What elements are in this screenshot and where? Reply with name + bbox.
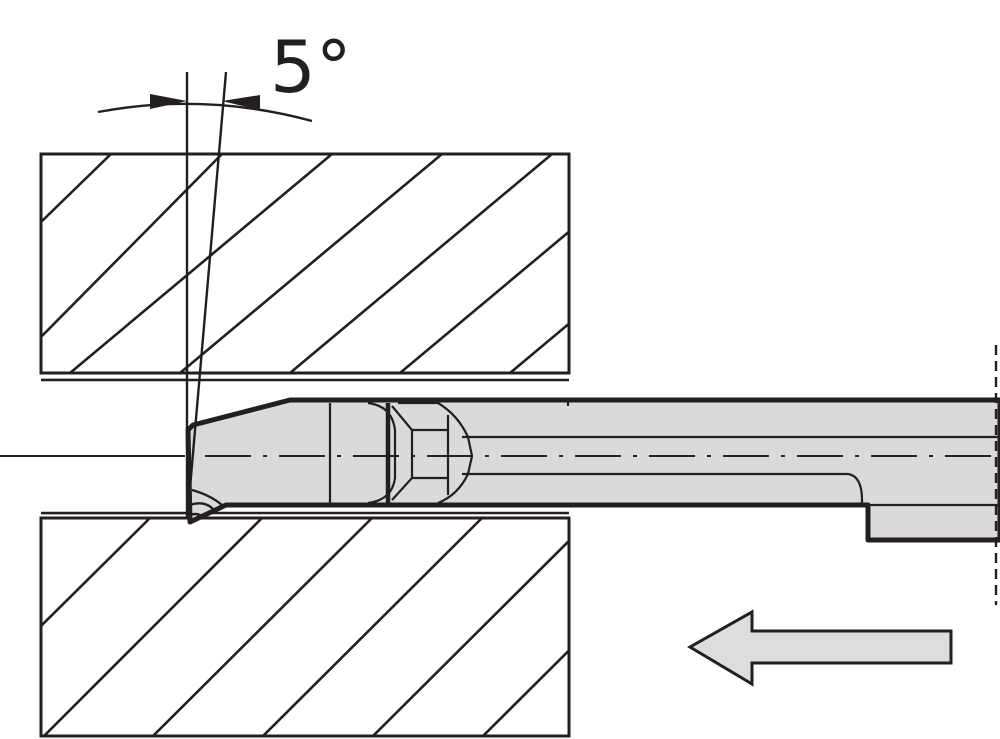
- arrowhead-right: [222, 95, 260, 110]
- workpiece-upper: [39, 152, 571, 375]
- feed-direction-arrow: [687, 609, 953, 687]
- angle-label: 5°: [270, 25, 352, 109]
- hatch-lower: [41, 518, 569, 736]
- arrowhead-left: [150, 94, 187, 109]
- workpiece-lower: [39, 516, 571, 738]
- angle-reference-lines: [97, 71, 313, 489]
- boring-tool: [185, 397, 1000, 543]
- tool-detail-lines: [328, 400, 1000, 507]
- angle-arrowheads: [150, 94, 260, 110]
- hatch-upper: [41, 154, 569, 373]
- bore-outline: [41, 370, 569, 520]
- cutting-tip: [189, 488, 223, 519]
